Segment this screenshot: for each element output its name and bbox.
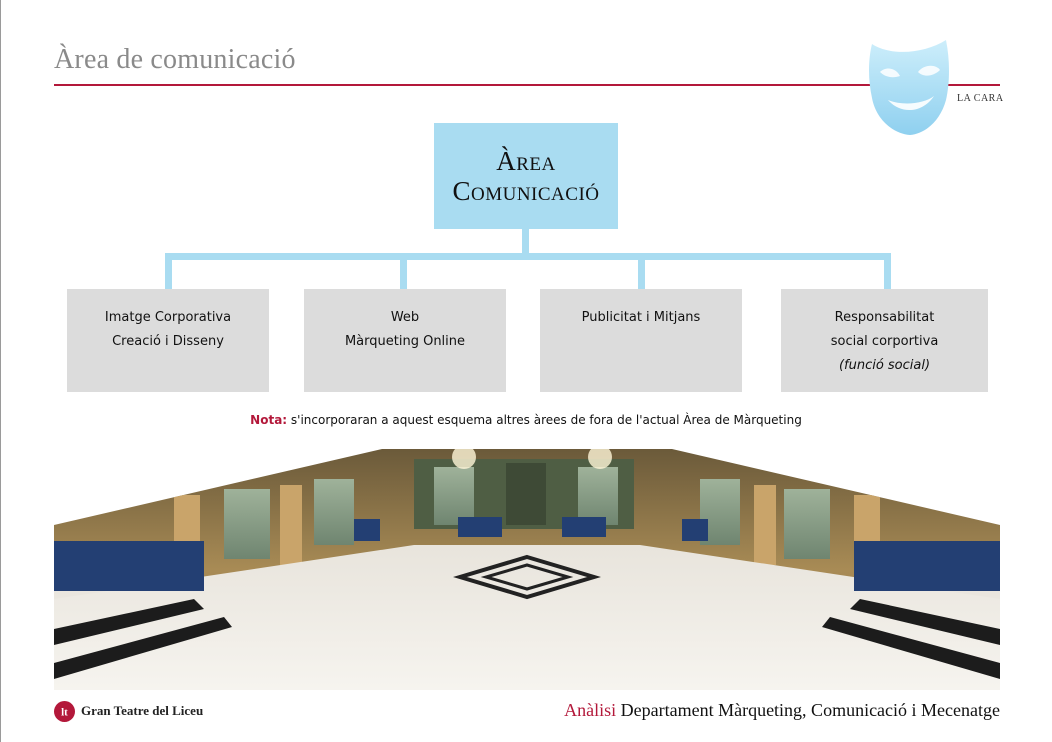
page-edge [0, 0, 1, 742]
connector-drop [165, 253, 172, 289]
hall-photo [54, 449, 1000, 690]
connector-stem [522, 229, 529, 256]
org-chart-box-imatge: Imatge Corporativa Creació i Disseny [67, 289, 269, 392]
org-chart-box-web: Web Màrqueting Online [304, 289, 506, 392]
footer-caption: Anàlisi Departament Màrqueting, Comunica… [564, 700, 1000, 721]
box-line: Publicitat i Mitjans [540, 306, 742, 330]
theatre-mask-icon [866, 38, 952, 136]
box-line: Creació i Disseny [67, 330, 269, 354]
top-box-line2: Comunicació [452, 176, 599, 206]
page-title: Àrea de comunicació [54, 44, 296, 76]
title-rule [54, 84, 870, 86]
connector-drop [400, 253, 407, 289]
box-line: Responsabilitat [781, 306, 988, 330]
footer-text: Departament Màrqueting, Comunicació i Me… [616, 700, 1000, 720]
org-chart-top-box: Àrea Comunicació [434, 123, 618, 229]
connector-drop [638, 253, 645, 289]
note-label: Nota: [250, 413, 287, 427]
box-line: Màrqueting Online [304, 330, 506, 354]
connector-drop [884, 253, 891, 289]
organization-name: Gran Teatre del Liceu [81, 703, 203, 719]
box-line: Web [304, 306, 506, 330]
brand-label: LA CARA [957, 93, 1004, 104]
footer-accent: Anàlisi [564, 700, 616, 720]
logo-mark: lt [61, 707, 68, 719]
top-box-line1: Àrea [496, 146, 556, 176]
box-line-italic: (funció social) [781, 354, 988, 378]
box-line: social corportiva [781, 330, 988, 354]
note: Nota: s'incorporaran a aquest esquema al… [0, 413, 1052, 427]
org-chart-box-publicitat: Publicitat i Mitjans [540, 289, 742, 392]
org-chart-box-responsabilitat: Responsabilitat social corportiva (funci… [781, 289, 988, 392]
note-text: s'incorporaran a aquest esquema altres à… [287, 413, 802, 427]
connector-bar [165, 253, 891, 260]
liceu-logo-icon: lt [54, 701, 75, 722]
box-line: Imatge Corporativa [67, 306, 269, 330]
